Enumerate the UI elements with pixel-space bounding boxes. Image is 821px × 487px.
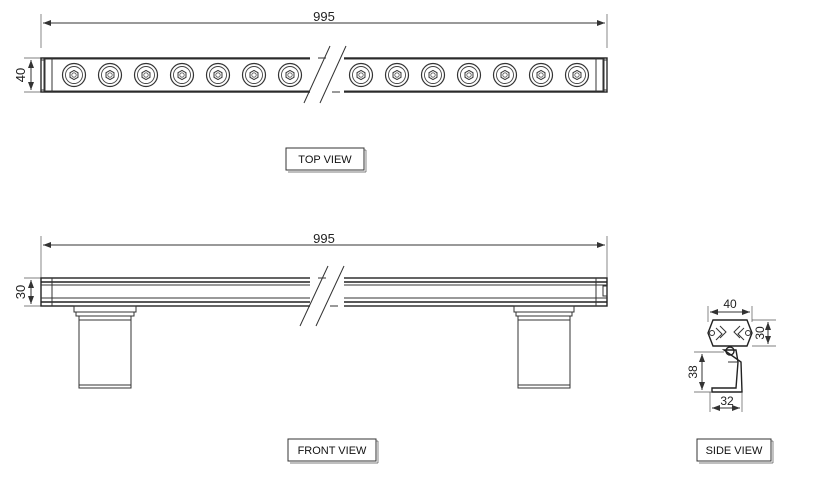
front-view-label-box: FRONT VIEW — [287, 438, 379, 464]
front-break-symbol — [299, 265, 345, 327]
led-lens — [348, 62, 374, 88]
top-length-dimension: 995 — [40, 9, 608, 48]
side-profile-head — [707, 319, 753, 347]
side-view: 40 30 38 — [686, 297, 776, 464]
led-lens — [420, 62, 446, 88]
led-lens — [492, 62, 518, 88]
led-lens — [205, 62, 231, 88]
led-lens — [169, 62, 195, 88]
side-view-label-box: SIDE VIEW — [696, 438, 774, 464]
front-height-label: 30 — [13, 285, 28, 299]
led-lens — [97, 62, 123, 88]
side-width-dimension: 40 — [707, 297, 753, 322]
front-left-bracket — [73, 305, 137, 389]
side-profile-bracket — [711, 346, 743, 393]
front-height-dimension: 30 — [13, 277, 42, 307]
led-lens — [133, 62, 159, 88]
led-lens — [456, 62, 482, 88]
led-row — [61, 62, 590, 88]
top-length-label: 995 — [313, 9, 335, 24]
led-lens — [384, 62, 410, 88]
led-lens — [277, 62, 303, 88]
led-lens — [564, 62, 590, 88]
side-bracket-width-label: 32 — [720, 394, 734, 408]
top-width-dimension: 40 — [13, 57, 42, 93]
led-lens — [528, 62, 554, 88]
top-view-label-box: TOP VIEW — [285, 147, 367, 173]
front-length-label: 995 — [313, 231, 335, 246]
led-lens — [61, 62, 87, 88]
front-view-label: FRONT VIEW — [298, 445, 367, 457]
top-width-label: 40 — [13, 68, 28, 82]
front-length-dimension: 995 — [40, 231, 608, 278]
front-right-bracket — [513, 305, 575, 389]
side-view-label: SIDE VIEW — [706, 445, 763, 457]
led-lens — [241, 62, 267, 88]
side-height-dimension: 30 — [752, 319, 776, 347]
side-width-label: 40 — [723, 297, 737, 311]
side-bracket-height-label: 38 — [686, 365, 700, 379]
side-bracket-height-dimension: 38 — [686, 351, 724, 393]
side-height-label: 30 — [753, 326, 767, 340]
side-bracket-width-dimension: 32 — [709, 392, 743, 412]
top-break-symbol — [303, 45, 347, 104]
front-view: 995 30 — [13, 231, 608, 464]
top-view-label: TOP VIEW — [298, 154, 352, 166]
top-view: 995 40 — [13, 9, 608, 173]
